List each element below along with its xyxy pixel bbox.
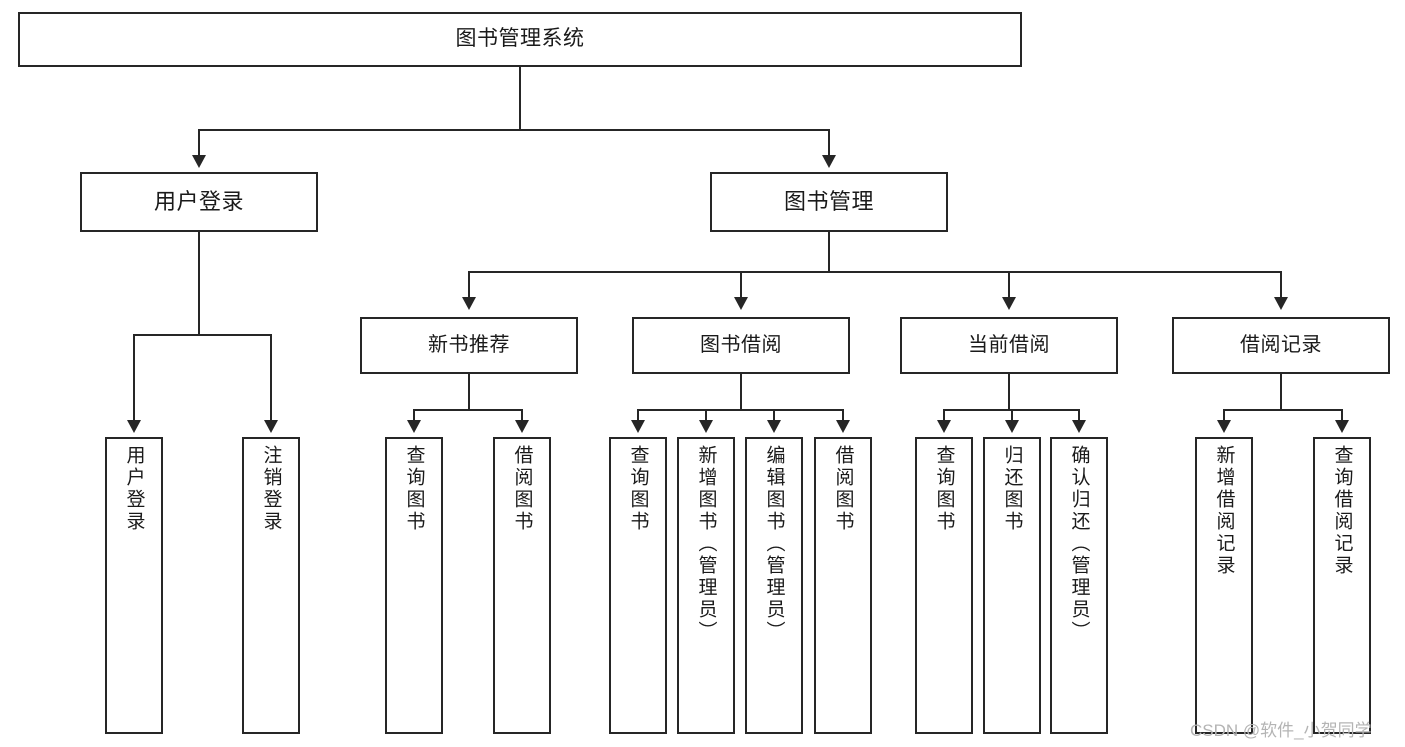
node-label: 借阅图书 [832, 445, 854, 533]
arrow-root-to-book-manage [822, 155, 836, 168]
arrow-book-borrow-leaf-4 [836, 420, 850, 433]
connector-book-borrow-drop-1 [637, 409, 639, 422]
node-leaf-user-login[interactable]: 用户登录 [105, 437, 163, 734]
node-leaf-add-book[interactable]: 新增图书（管理员） [677, 437, 735, 734]
arrow-borrow-record-leaf-1 [1217, 420, 1231, 433]
arrow-user-login-leaf-1 [127, 420, 141, 433]
connector-new-book-bus [413, 409, 523, 411]
arrow-new-book-leaf-2 [515, 420, 529, 433]
connector-book-borrow-drop-3 [773, 409, 775, 422]
node-label: 新书推荐 [428, 334, 510, 356]
node-label: 图书借阅 [700, 334, 782, 356]
connector-book-borrow-bus [637, 409, 844, 411]
node-label: 查询图书 [627, 445, 649, 533]
connector-book-manage-drop-1 [468, 271, 470, 299]
node-label: 新增图书（管理员） [695, 445, 717, 643]
connector-book-manage-drop-4 [1280, 271, 1282, 299]
connector-borrow-record-drop-2 [1341, 409, 1343, 422]
arrow-book-borrow-leaf-2 [699, 420, 713, 433]
connector-book-manage-bus [468, 271, 1282, 273]
connector-borrow-record-bus [1223, 409, 1343, 411]
arrow-root-to-user-login [192, 155, 206, 168]
node-leaf-edit-book[interactable]: 编辑图书（管理员） [745, 437, 803, 734]
arrow-book-borrow-leaf-3 [767, 420, 781, 433]
node-label: 新增借阅记录 [1213, 445, 1235, 577]
node-label: 注销登录 [260, 445, 282, 533]
arrow-current-borrow-leaf-3 [1072, 420, 1086, 433]
arrow-book-manage-child-4 [1274, 297, 1288, 310]
connector-current-borrow-stem [1008, 374, 1010, 410]
connector-root-bus [198, 129, 830, 131]
connector-book-borrow-drop-2 [705, 409, 707, 422]
node-label: 借阅记录 [1240, 334, 1322, 356]
arrow-new-book-leaf-1 [407, 420, 421, 433]
connector-book-manage-drop-2 [740, 271, 742, 299]
node-leaf-logout[interactable]: 注销登录 [242, 437, 300, 734]
connector-book-manage-drop-3 [1008, 271, 1010, 299]
connector-borrow-record-stem [1280, 374, 1282, 410]
node-label: 图书管理系统 [455, 27, 585, 51]
node-label: 当前借阅 [968, 334, 1050, 356]
node-user-login[interactable]: 用户登录 [80, 172, 318, 232]
node-label: 用户登录 [123, 445, 145, 533]
connector-root-to-book-manage [828, 129, 830, 157]
connector-user-login-drop-1 [133, 334, 135, 422]
node-leaf-borrow-book-2[interactable]: 借阅图书 [814, 437, 872, 734]
arrow-book-borrow-leaf-1 [631, 420, 645, 433]
connector-root-stem [519, 67, 521, 130]
connector-user-login-bus [133, 334, 271, 336]
arrow-book-manage-child-1 [462, 297, 476, 310]
node-new-book-recommend[interactable]: 新书推荐 [360, 317, 578, 374]
csdn-watermark: CSDN @软件_小贺同学 [1190, 721, 1372, 740]
node-leaf-confirm-return[interactable]: 确认归还（管理员） [1050, 437, 1108, 734]
node-current-borrow[interactable]: 当前借阅 [900, 317, 1118, 374]
node-root-system[interactable]: 图书管理系统 [18, 12, 1022, 67]
arrow-user-login-leaf-2 [264, 420, 278, 433]
node-leaf-query-book-1[interactable]: 查询图书 [385, 437, 443, 734]
arrow-book-manage-child-2 [734, 297, 748, 310]
node-label: 查询借阅记录 [1331, 445, 1353, 577]
connector-book-manage-stem [828, 232, 830, 272]
node-leaf-return-book[interactable]: 归还图书 [983, 437, 1041, 734]
node-leaf-add-record[interactable]: 新增借阅记录 [1195, 437, 1253, 734]
connector-root-to-user-login [198, 129, 200, 157]
node-label: 归还图书 [1001, 445, 1023, 533]
connector-new-book-drop-1 [413, 409, 415, 422]
node-label: 确认归还（管理员） [1068, 445, 1090, 643]
node-label: 编辑图书（管理员） [763, 445, 785, 643]
node-book-manage[interactable]: 图书管理 [710, 172, 948, 232]
node-leaf-borrow-book-1[interactable]: 借阅图书 [493, 437, 551, 734]
connector-user-login-drop-2 [270, 334, 272, 422]
connector-new-book-drop-2 [521, 409, 523, 422]
node-label: 借阅图书 [511, 445, 533, 533]
connector-user-login-stem [198, 232, 200, 335]
connector-book-borrow-stem [740, 374, 742, 410]
connector-current-borrow-drop-1 [943, 409, 945, 422]
node-label: 查询图书 [403, 445, 425, 533]
node-leaf-query-book-2[interactable]: 查询图书 [609, 437, 667, 734]
connector-current-borrow-drop-3 [1078, 409, 1080, 422]
node-label: 查询图书 [933, 445, 955, 533]
connector-new-book-stem [468, 374, 470, 410]
node-borrow-record[interactable]: 借阅记录 [1172, 317, 1390, 374]
connector-current-borrow-drop-2 [1011, 409, 1013, 422]
arrow-book-manage-child-3 [1002, 297, 1016, 310]
node-leaf-query-book-3[interactable]: 查询图书 [915, 437, 973, 734]
connector-book-borrow-drop-4 [842, 409, 844, 422]
node-leaf-query-record[interactable]: 查询借阅记录 [1313, 437, 1371, 734]
node-label: 图书管理 [783, 189, 874, 215]
connector-borrow-record-drop-1 [1223, 409, 1225, 422]
arrow-current-borrow-leaf-1 [937, 420, 951, 433]
node-book-borrow[interactable]: 图书借阅 [632, 317, 850, 374]
node-label: 用户登录 [153, 189, 244, 215]
arrow-borrow-record-leaf-2 [1335, 420, 1349, 433]
arrow-current-borrow-leaf-2 [1005, 420, 1019, 433]
